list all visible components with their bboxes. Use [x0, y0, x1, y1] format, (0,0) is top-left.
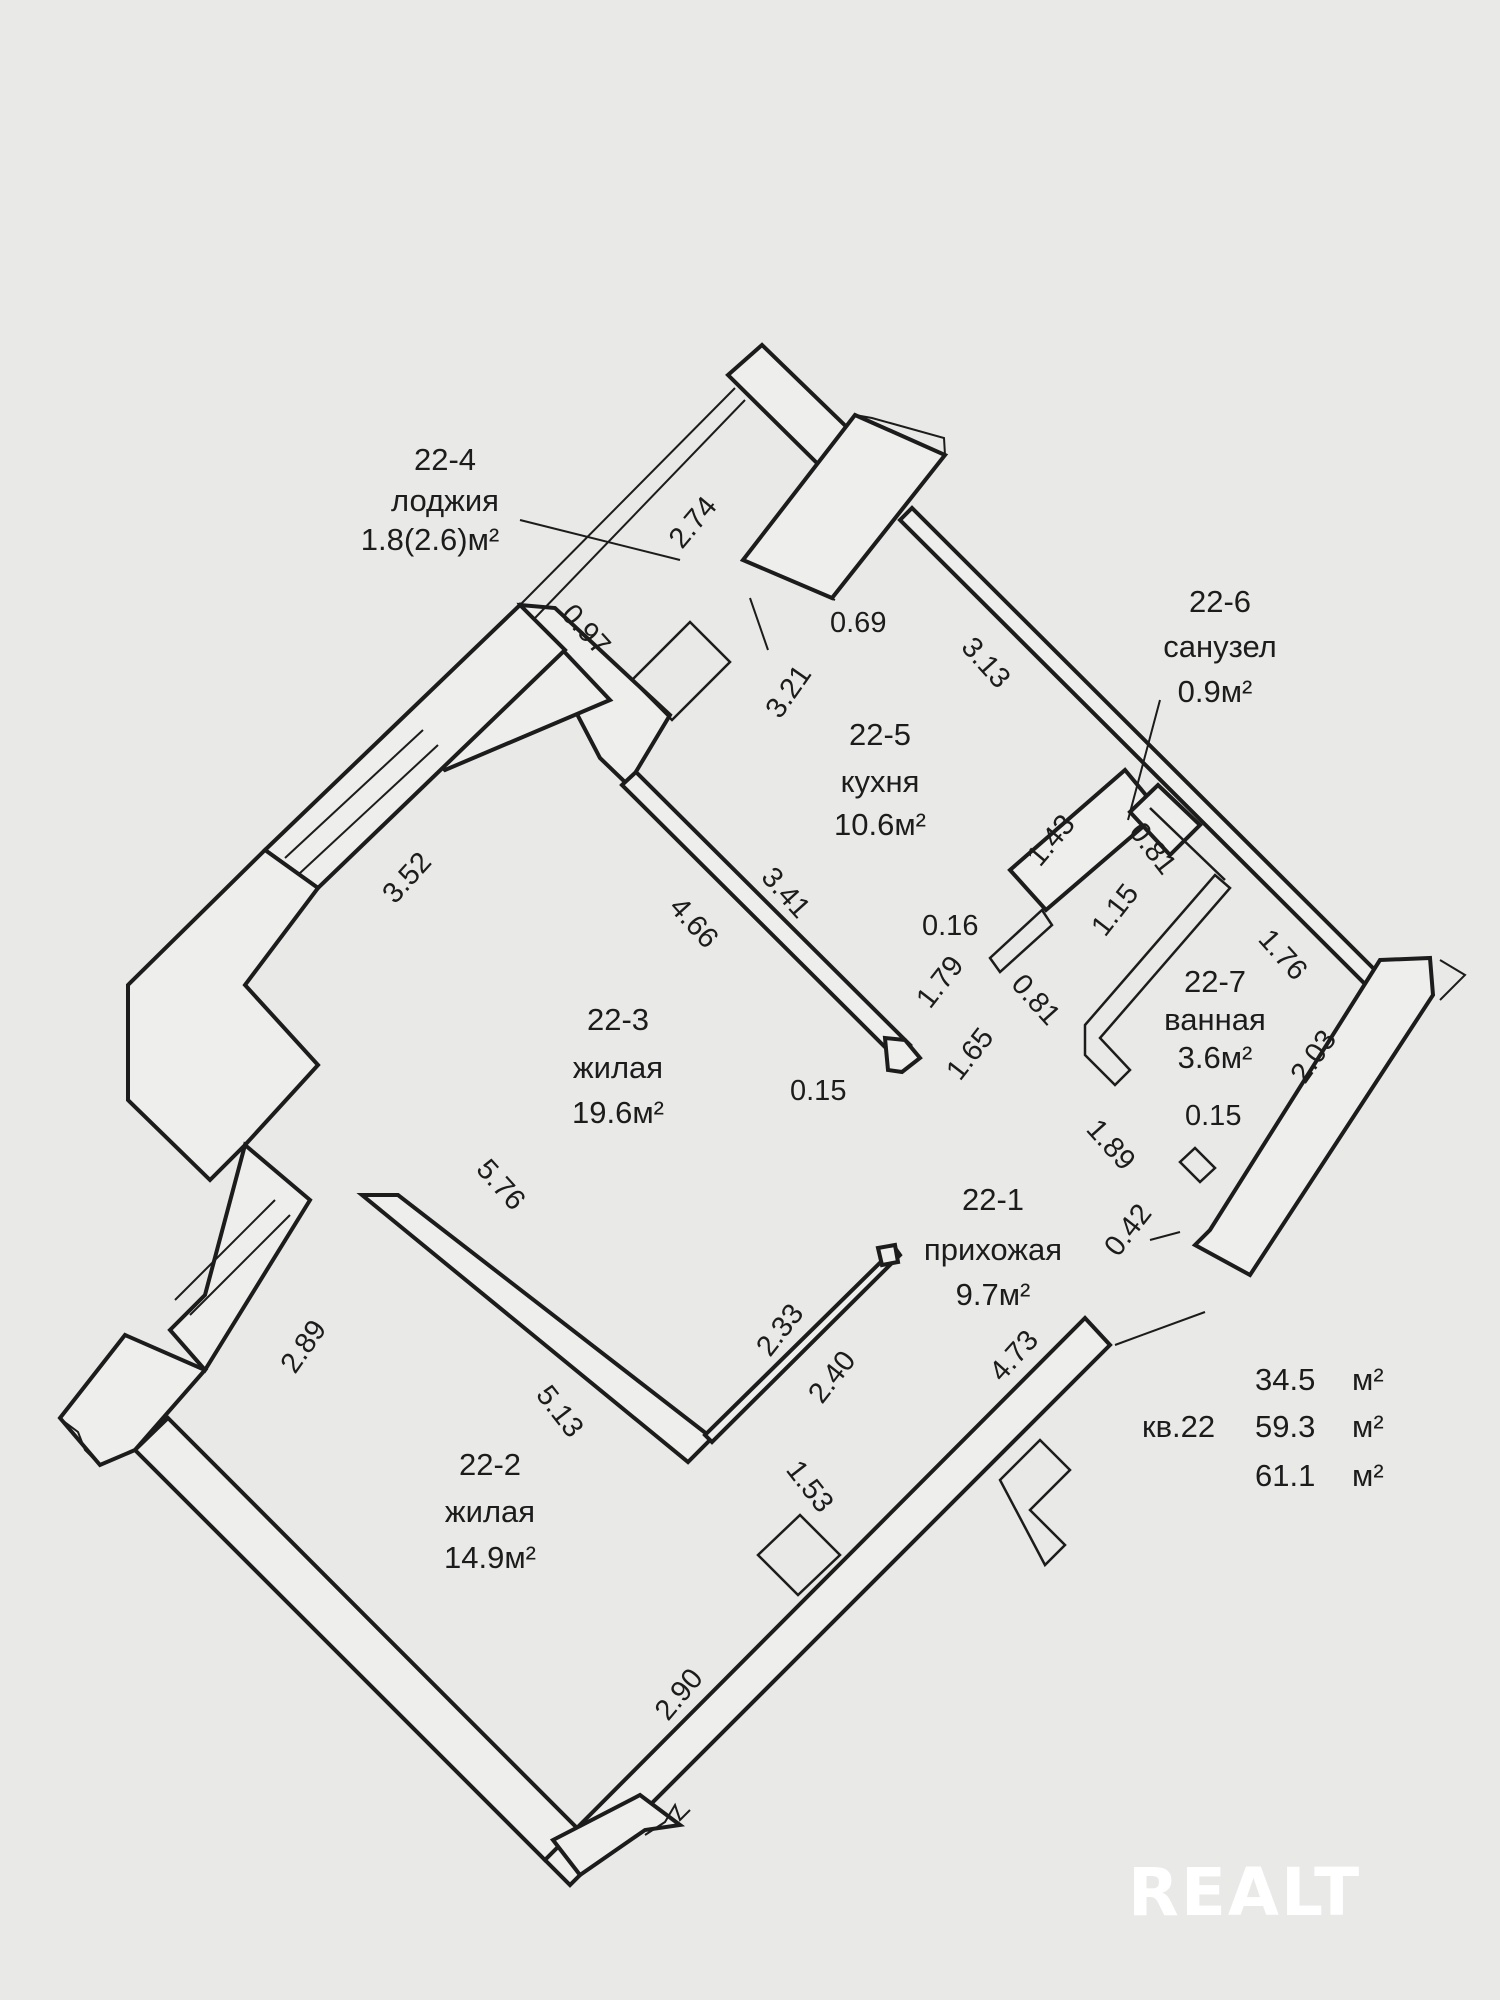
dim-hall-016: 0.16 [922, 910, 978, 942]
apartment-label: кв.22 [1142, 1409, 1215, 1444]
room-area: 1.8(2.6)м² [361, 522, 499, 557]
dim-wc-115: 1.15 [1085, 878, 1145, 942]
leader-069 [799, 584, 836, 601]
room-area: 0.9м² [1178, 674, 1253, 709]
dim-kitchen-313: 3.13 [955, 631, 1017, 694]
room-area: 14.9м² [444, 1540, 536, 1575]
dim-room2-153: 1.53 [779, 1455, 839, 1519]
dim-hall-042: 0.42 [1098, 1198, 1158, 1262]
southeast-notch [644, 1802, 691, 1836]
dim-room3-576: 5.76 [470, 1153, 532, 1216]
room-22-1: 22-1 прихожая 9.7м² [924, 1182, 1062, 1312]
wall-southeast-end [549, 1792, 686, 1878]
wall-bath-outer [1191, 955, 1436, 1278]
door-arrow-hall [875, 1242, 901, 1268]
window-room3-b [284, 729, 424, 859]
room-22-7: 22-7 ванная 3.6м² [1164, 964, 1266, 1075]
dim-kitchen-321: 3.21 [760, 659, 819, 724]
dim-bath-176: 1.76 [1252, 923, 1314, 986]
dim-loggia-long: 2.74 [663, 491, 724, 555]
pier-room2 [756, 1513, 842, 1597]
room-name: жилая [573, 1050, 663, 1085]
wall-south [132, 1415, 580, 1863]
dim-hall-165: 1.65 [940, 1022, 1000, 1086]
living-area-value: 34.5 [1255, 1362, 1315, 1397]
room-area: 19.6м² [572, 1095, 664, 1130]
bath-wall-notch [1439, 959, 1467, 1001]
window-room3-a [299, 744, 439, 874]
dim-hall-081-a: 0.81 [1005, 968, 1067, 1031]
area-unit: м² [1352, 1409, 1384, 1444]
window-room2-b [174, 1199, 276, 1301]
door-arrow-kitchen [882, 1035, 923, 1075]
room-name: лоджия [391, 483, 499, 518]
total-with-loggia-value: 61.1 [1255, 1458, 1315, 1493]
area-summary: 34.5 м² кв.22 59.3 м² 61.1 м² [1142, 1362, 1384, 1493]
wall-west-big [126, 847, 321, 1183]
wc-door [988, 908, 1054, 974]
wall-bath-partition [1083, 873, 1232, 1087]
leader-321 [749, 597, 769, 651]
dim-bath-015-b: 0.15 [1185, 1100, 1241, 1132]
wall-southeast [542, 1315, 1113, 1888]
room-name: прихожая [924, 1232, 1062, 1267]
wall-room3-west [261, 602, 568, 891]
dim-room2-289: 2.89 [275, 1314, 334, 1379]
dim-pier-069: 0.69 [830, 607, 886, 639]
room-name: санузел [1163, 629, 1277, 664]
wall-room2-west [167, 1141, 313, 1374]
loggia-rail-outer [519, 387, 736, 606]
room-22-5: 22-5 кухня 10.6м² [834, 717, 926, 842]
room-area: 10.6м² [834, 807, 926, 842]
room-name: кухня [841, 764, 920, 799]
window-room2-a [189, 1214, 291, 1316]
loggia-radiator [630, 620, 732, 722]
wall-room2-room3 [356, 1193, 716, 1465]
dim-hall-179: 1.79 [910, 950, 970, 1014]
leader-loggia [519, 519, 681, 561]
room-number: 22-7 [1184, 964, 1246, 999]
realt-watermark: REALT [1128, 1854, 1361, 1931]
room-22-6: 22-6 санузел 0.9м² [1163, 584, 1277, 709]
room-number: 22-3 [587, 1002, 649, 1037]
room-name: жилая [445, 1494, 535, 1529]
area-unit: м² [1352, 1458, 1384, 1493]
dim-door-015-a: 0.15 [790, 1075, 846, 1107]
pier-southeast [998, 1438, 1072, 1568]
loggia-rail-inner [534, 399, 746, 619]
room-number: 22-5 [849, 717, 911, 752]
leader-wc [1127, 699, 1161, 821]
wall-column-kitchen [739, 412, 949, 601]
room-name: ванная [1164, 1002, 1266, 1037]
dim-room3-352: 3.52 [376, 846, 438, 909]
room-area: 9.7м² [956, 1277, 1031, 1312]
riser-bath [1178, 1146, 1217, 1184]
dim-hall-189: 1.89 [1080, 1113, 1142, 1176]
room-number: 22-6 [1189, 584, 1251, 619]
room-22-4: 22-4 лоджия 1.8(2.6)м² [361, 442, 499, 557]
area-unit: м² [1352, 1362, 1384, 1397]
dim-room3-466: 4.66 [663, 891, 725, 954]
room-area: 3.6м² [1178, 1040, 1253, 1075]
room-number: 22-1 [962, 1182, 1024, 1217]
total-area-value: 59.3 [1255, 1409, 1315, 1444]
column-notch [854, 414, 946, 456]
wall-wc-bath [1149, 807, 1226, 881]
room-22-2: 22-2 жилая 14.9м² [444, 1447, 536, 1575]
wall-hall-partition [702, 1244, 903, 1445]
southwest-notch [61, 1419, 101, 1466]
room-number: 22-2 [459, 1447, 521, 1482]
room-number: 22-4 [414, 442, 476, 477]
dim-room2-240: 2.40 [802, 1345, 862, 1409]
leader-042 [1149, 1231, 1181, 1241]
room-22-3: 22-3 жилая 19.6м² [572, 1002, 664, 1130]
dim-room2-513: 5.13 [529, 1380, 589, 1444]
leader-summary [1114, 1311, 1206, 1346]
